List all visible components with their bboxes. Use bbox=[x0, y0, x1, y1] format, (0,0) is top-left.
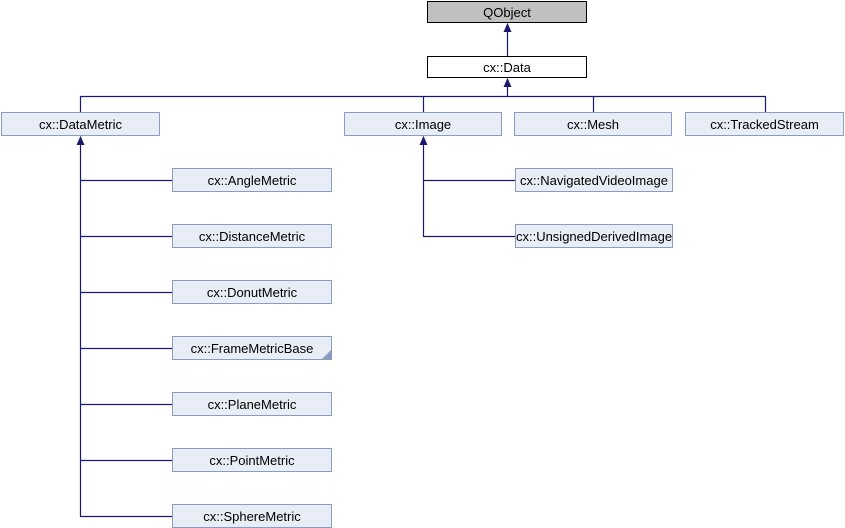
class-node-cx-image[interactable]: cx::Image bbox=[344, 112, 502, 136]
class-node-qobject: QObject bbox=[427, 1, 587, 23]
edge-spine bbox=[79, 95, 767, 113]
class-node-cx-pointmetric[interactable]: cx::PointMetric bbox=[172, 448, 332, 472]
class-node-label: cx::DonutMetric bbox=[206, 284, 298, 300]
truncated-fold-icon bbox=[322, 350, 331, 359]
class-node-label: cx::UnsignedDerivedImage bbox=[515, 228, 673, 244]
class-node-cx-trackedstream[interactable]: cx::TrackedStream bbox=[685, 112, 844, 136]
class-node-label: QObject bbox=[483, 4, 531, 20]
class-node-label: cx::SphereMetric bbox=[203, 508, 301, 524]
arrow-into-data bbox=[503, 78, 512, 87]
class-node-label: cx::DataMetric bbox=[38, 116, 123, 132]
class-node-label: cx::DistanceMetric bbox=[198, 228, 306, 244]
arrow-into-image bbox=[419, 136, 428, 145]
class-node-label: cx::Data bbox=[483, 59, 531, 75]
arrow-into-datametric bbox=[76, 136, 85, 145]
class-node-cx-donutmetric[interactable]: cx::DonutMetric bbox=[172, 280, 332, 304]
class-node-cx-navigatedvideoimage[interactable]: cx::NavigatedVideoImage bbox=[515, 168, 673, 192]
class-node-label: cx::FrameMetricBase bbox=[190, 340, 314, 356]
class-node-label: cx::Image bbox=[394, 116, 452, 132]
class-node-label: cx::PlaneMetric bbox=[207, 396, 297, 412]
class-node-cx-datametric[interactable]: cx::DataMetric bbox=[1, 112, 160, 136]
class-node-label: cx::Mesh bbox=[566, 116, 619, 132]
class-node-cx-distancemetric[interactable]: cx::DistanceMetric bbox=[172, 224, 332, 248]
class-node-cx-anglemetric[interactable]: cx::AngleMetric bbox=[172, 168, 332, 192]
class-node-cx-spheremetric[interactable]: cx::SphereMetric bbox=[172, 504, 332, 528]
class-node-label: cx::AngleMetric bbox=[207, 172, 297, 188]
class-node-cx-unsignedderivedimage[interactable]: cx::UnsignedDerivedImage bbox=[515, 224, 673, 248]
edge-datametric-trunk bbox=[79, 136, 173, 518]
class-node-cx-data: cx::Data bbox=[427, 56, 587, 78]
class-node-label: cx::TrackedStream bbox=[710, 116, 819, 132]
edge-image-trunk bbox=[422, 136, 516, 238]
class-node-cx-framemetricbase[interactable]: cx::FrameMetricBase bbox=[172, 336, 332, 360]
class-node-cx-planemetric[interactable]: cx::PlaneMetric bbox=[172, 392, 332, 416]
class-node-label: cx::PointMetric bbox=[209, 452, 295, 468]
arrow-into-qobject bbox=[503, 23, 512, 32]
class-node-cx-mesh[interactable]: cx::Mesh bbox=[514, 112, 672, 136]
class-node-label: cx::NavigatedVideoImage bbox=[520, 172, 668, 188]
